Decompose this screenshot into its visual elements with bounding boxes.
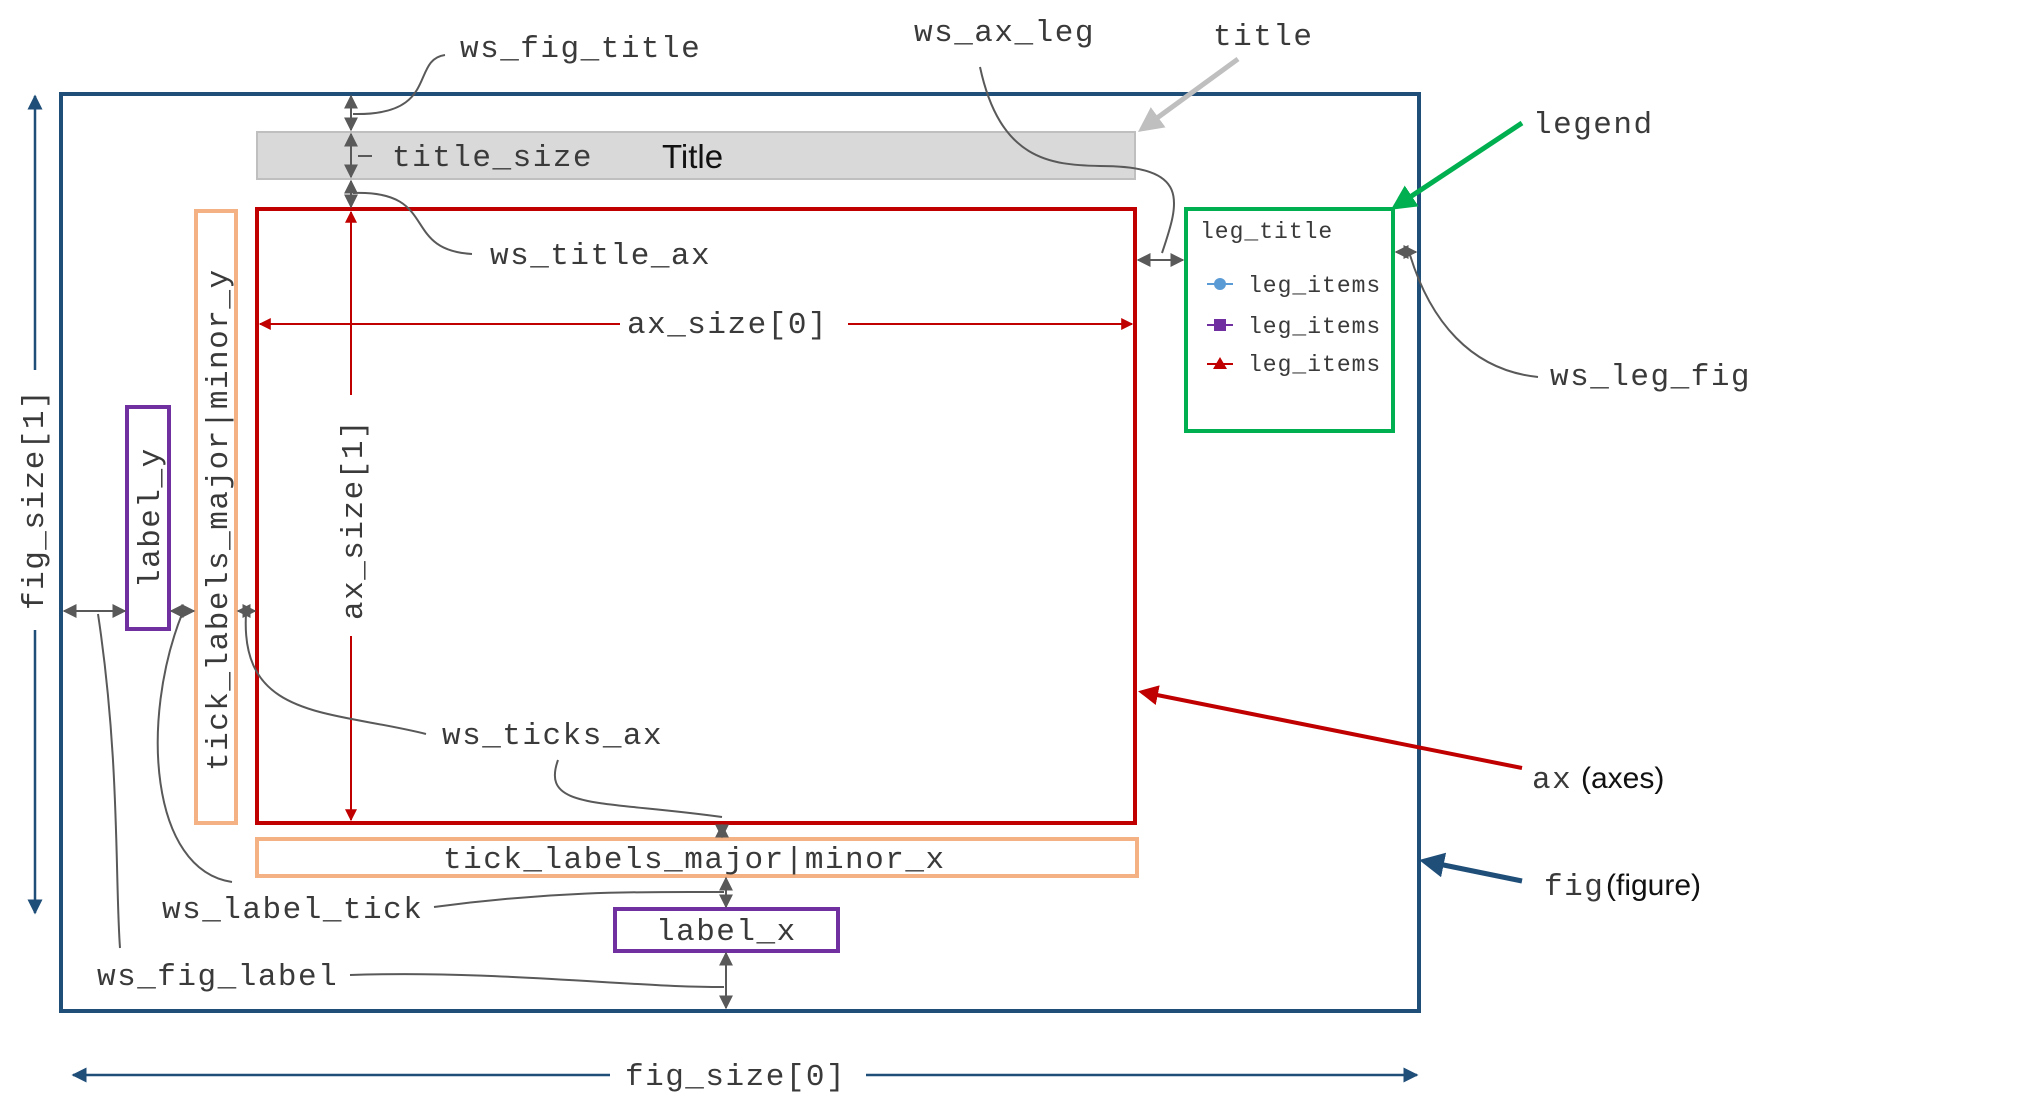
ws-ticks-ax-leader-x — [553, 759, 723, 818]
ws-title-ax-leader — [352, 191, 473, 255]
legend-item-label: leg_items — [1248, 314, 1381, 340]
ws-ticks-ax-label: ws_ticks_ax — [442, 719, 663, 754]
axes-annotation: ax (axes) — [1532, 762, 1664, 798]
ws-fig-label-leader-x — [349, 973, 725, 989]
tick-labels-y-box — [194, 209, 238, 825]
axes-frame — [255, 207, 1137, 825]
ws-title-ax-label: ws_title_ax — [490, 239, 711, 274]
ws-fig-label-label: ws_fig_label — [97, 960, 338, 995]
label-x-box — [613, 907, 840, 953]
axes-annotation-code: ax — [1532, 763, 1572, 798]
legend-annotation: legend — [1533, 108, 1654, 143]
ws-ax-leg-leader — [979, 66, 1176, 254]
ax-size-0-label: ax_size[0] — [627, 308, 828, 343]
ax-size-1-label: ax_size[1] — [337, 419, 372, 620]
tick-labels-y-label: tick_labels_major|minor_y — [202, 268, 237, 771]
tick-labels-x-label: tick_labels_major|minor_x — [443, 843, 946, 878]
ws-label-tick-label: ws_label_tick — [162, 893, 423, 928]
tick-labels-x-box — [255, 837, 1139, 878]
figure-callout-arrow — [1419, 852, 1523, 884]
ws-fig-title-label: ws_fig_title — [460, 32, 701, 67]
title-band — [256, 131, 1136, 180]
legend-box — [1184, 207, 1395, 433]
ws-ax-leg-label: ws_ax_leg — [914, 16, 1095, 51]
legend-callout-arrow — [1390, 120, 1524, 210]
axes-annotation-desc: (axes) — [1581, 762, 1664, 795]
title-annotation: title — [1213, 20, 1314, 55]
figure-annotation-desc: (figure) — [1606, 869, 1701, 902]
label-x-text: label_x — [656, 915, 797, 950]
legend-item: leg_items — [1207, 352, 1381, 378]
ws-leg-fig-leader — [1409, 254, 1539, 378]
fig-size-0-label: fig_size[0] — [625, 1060, 846, 1095]
figure-annotation: fig (figure) — [1544, 869, 1701, 905]
legend-title: leg_title — [1200, 219, 1333, 245]
figure-frame — [59, 92, 1421, 1013]
square-marker-icon — [1214, 319, 1226, 331]
ws-leg-fig-label: ws_leg_fig — [1550, 360, 1751, 395]
ws-ticks-ax-leader-y — [244, 613, 427, 735]
legend-item-label: leg_items — [1248, 352, 1381, 378]
ws-fig-title-leader — [352, 54, 446, 116]
label-y-text: label_y — [134, 447, 169, 588]
title-callout-arrow — [1137, 56, 1240, 132]
axes-callout-arrow — [1138, 685, 1523, 770]
legend-item-label: leg_items — [1248, 273, 1381, 299]
legend-item: leg_items — [1207, 273, 1381, 299]
circle-marker-icon — [1214, 278, 1226, 290]
title-text: Title — [662, 138, 723, 175]
legend-item: leg_items — [1207, 314, 1381, 340]
label-y-box — [125, 405, 171, 631]
ws-label-tick-leader-y — [156, 613, 233, 883]
fig-size-1-label: fig_size[1] — [18, 389, 53, 610]
triangle-marker-icon — [1213, 357, 1227, 369]
ws-fig-label-leader-y — [97, 613, 121, 949]
figure-annotation-code: fig — [1544, 870, 1604, 905]
ws-label-tick-leader-x — [433, 890, 725, 908]
title-size-label: title_size — [392, 141, 593, 176]
